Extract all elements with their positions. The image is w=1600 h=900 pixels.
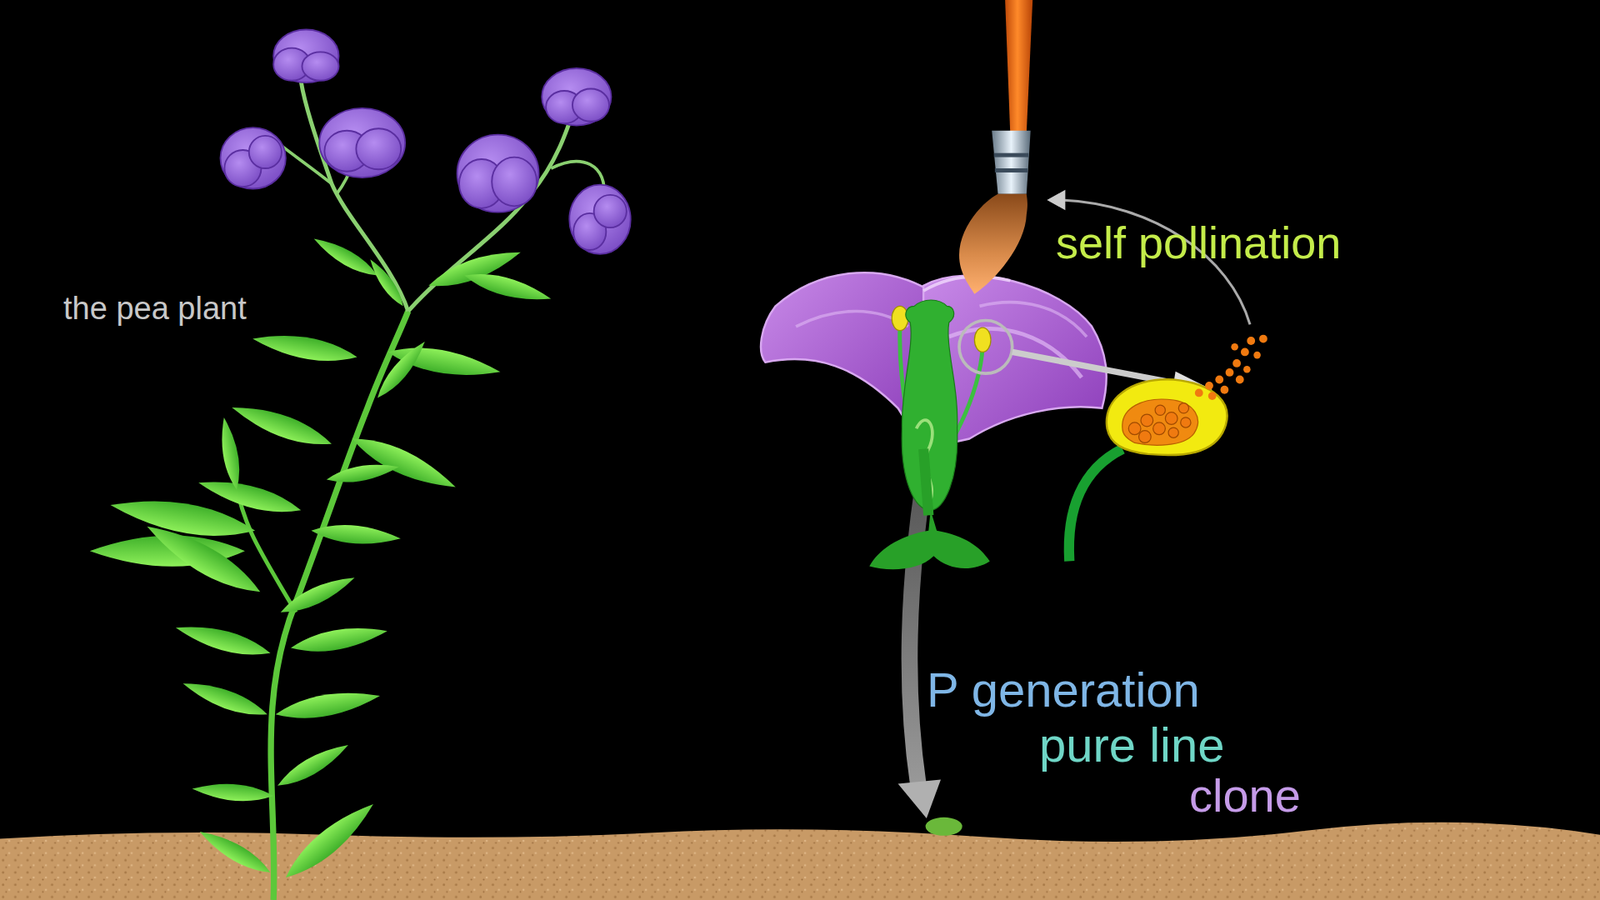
paintbrush-part xyxy=(995,168,1028,173)
pea-plant-part xyxy=(270,310,409,900)
pea-plant-part-part xyxy=(277,570,359,620)
pea-plant-part-part xyxy=(220,127,285,189)
seed xyxy=(925,817,963,836)
pea-plant-part-part-part xyxy=(301,51,339,80)
paintbrush-part xyxy=(1005,0,1033,133)
pea-plant-part-part xyxy=(319,108,405,178)
anther-closeup-part-part xyxy=(1153,422,1166,435)
anther-closeup-part-part xyxy=(1165,412,1178,425)
anther-closeup-part-part xyxy=(1168,427,1179,438)
pea-plant-part-part xyxy=(140,515,267,604)
flower-section-part xyxy=(923,449,929,516)
anther-closeup-part-part xyxy=(1155,405,1165,415)
pea-plant-part-part xyxy=(541,68,611,126)
pea-plant-part-part xyxy=(180,675,271,723)
paintbrush-part xyxy=(959,194,1028,295)
pea-plant-part-part-part xyxy=(249,135,282,169)
anther-closeup-part-part xyxy=(1230,343,1239,351)
paintbrush xyxy=(959,0,1033,295)
pea-plant-part xyxy=(90,232,554,887)
paintbrush-part xyxy=(994,153,1030,158)
anther-closeup-part-part xyxy=(1180,417,1191,428)
anther-closeup-part-part xyxy=(1178,403,1189,414)
pea-plant-part-part xyxy=(325,460,400,488)
anther-closeup-part xyxy=(1195,335,1268,400)
paintbrush-part xyxy=(991,130,1031,195)
anther-closeup-part-part xyxy=(1240,348,1250,357)
clone-label: clone xyxy=(1189,767,1301,824)
pea-plant-part-part xyxy=(273,685,382,725)
anther-closeup xyxy=(1069,335,1268,562)
pea-plant-part-part-part xyxy=(572,89,610,122)
pea-plant-part-part-part xyxy=(491,157,537,207)
flower-section-part xyxy=(869,510,990,570)
flower-section-part xyxy=(959,320,1013,374)
anther-closeup-part-part xyxy=(1246,336,1255,345)
anther-closeup-part-part xyxy=(1225,368,1235,377)
pea-plant-part xyxy=(300,81,409,312)
pea-plant-part-part xyxy=(191,780,275,805)
anther-closeup-part xyxy=(1106,379,1228,455)
pea-plant-part-part xyxy=(250,328,360,368)
pea-plant-part-part-part xyxy=(457,135,540,213)
pea-plant-part-part-part xyxy=(541,68,611,126)
transfer-arrow-part xyxy=(1046,190,1065,210)
anther-closeup-part-part xyxy=(1220,385,1229,395)
pea-plant-part-part xyxy=(228,397,335,454)
pea-plant xyxy=(90,30,631,900)
anther-closeup-part-part xyxy=(1140,414,1154,427)
anther-closeup-part-part xyxy=(1235,375,1245,385)
pea-plant-part-part xyxy=(371,336,430,403)
generation-label: P generation xyxy=(926,660,1200,720)
pea-plant-part-part xyxy=(461,266,554,308)
soil xyxy=(0,822,1600,900)
pea-plant-part xyxy=(408,101,577,311)
anther-closeup-part-part xyxy=(1253,351,1261,360)
anther-closeup-part xyxy=(1122,399,1199,445)
pea-plant-part-part xyxy=(310,232,381,282)
anther-closeup-part xyxy=(1069,449,1123,562)
process-label: self pollination xyxy=(1055,215,1341,270)
pea-plant-part xyxy=(220,30,630,255)
flower-section-part xyxy=(795,310,909,326)
pea-plant-part-part xyxy=(457,135,540,213)
pea-plant-part-part xyxy=(273,30,339,84)
flower-section-part xyxy=(974,327,991,352)
anther-closeup-part-part xyxy=(1139,430,1152,444)
pea-plant-part-part xyxy=(195,824,275,880)
anther-closeup-part-part xyxy=(1205,381,1214,390)
pea-plant-part-part-part xyxy=(594,195,627,228)
pea-plant-part-part-part xyxy=(355,128,401,170)
pea-plant-part-part xyxy=(365,255,409,310)
anther-closeup-part-part xyxy=(1243,365,1251,374)
pea-plant-part-part xyxy=(569,185,630,255)
anther-closeup-part-part xyxy=(1215,375,1224,385)
pea-plant-part-part xyxy=(216,415,245,491)
anther-closeup-part-part xyxy=(1195,389,1204,398)
pea-plant-part-part xyxy=(289,621,390,659)
anther-closeup-part-part xyxy=(1259,335,1268,344)
pea-plant-part-part-part xyxy=(220,127,285,189)
flower-section-part xyxy=(891,305,909,330)
line-label: pure line xyxy=(1039,715,1225,775)
generation-arrow-part xyxy=(898,780,941,820)
anther-closeup-part-part xyxy=(1128,422,1141,435)
pea-plant-part-part xyxy=(278,795,381,886)
pea-plant-part-part-part xyxy=(569,185,630,255)
anther-closeup-part xyxy=(1128,403,1191,444)
anther-closeup-part-part xyxy=(1232,359,1241,368)
pea-plant-part-part xyxy=(310,521,402,548)
plant-label: the pea plant xyxy=(63,290,247,329)
anther-closeup-part-part xyxy=(1208,391,1217,400)
pea-plant-part-part xyxy=(273,737,353,793)
pea-plant-part-part xyxy=(173,618,274,663)
pea-plant-part-part xyxy=(347,428,461,498)
flower-section-part xyxy=(980,302,1088,337)
flower-section xyxy=(760,272,1107,570)
pea-plant-part-part-part xyxy=(273,30,339,84)
pea-plant-part-part-part xyxy=(319,108,405,178)
